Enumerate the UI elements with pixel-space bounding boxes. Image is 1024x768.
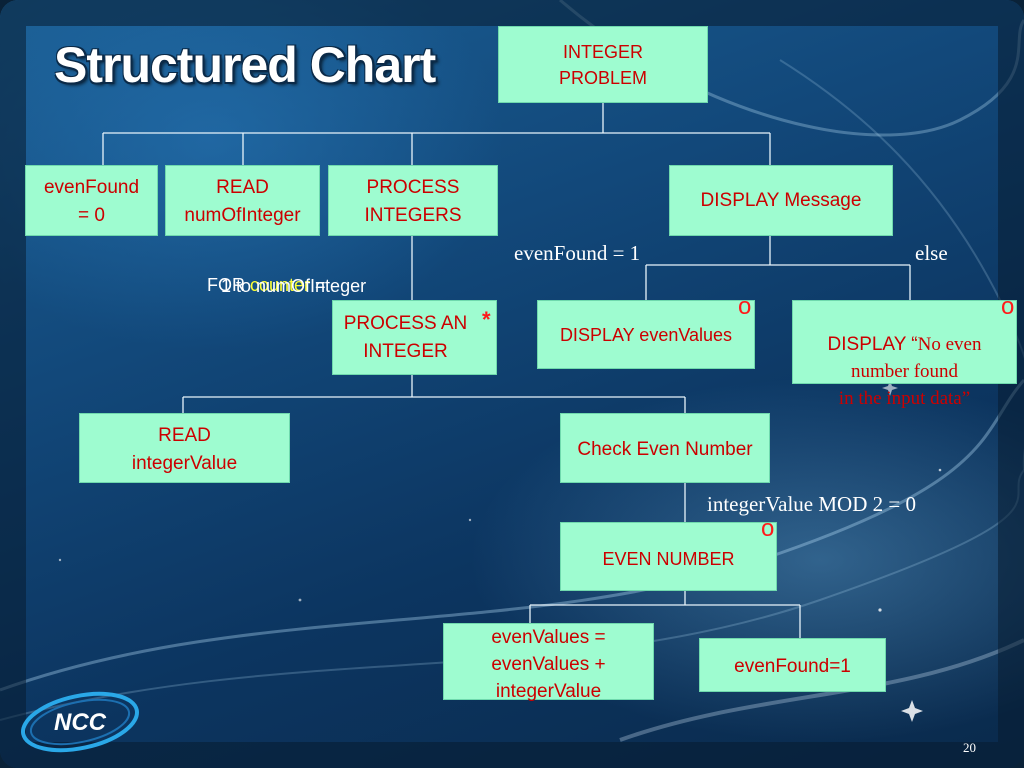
box-read-num-of-integer: READ numOfInteger [165, 165, 320, 236]
box-even-number: EVEN NUMBER [560, 522, 777, 591]
for-range-label: 1 to numOfInteger [221, 276, 367, 296]
box-check-even-number: Check Even Number [560, 413, 770, 483]
display-no-even-text: No even number found in the input data” [838, 334, 982, 409]
condition-else: else [915, 241, 948, 265]
box-even-found-set: evenFound=1 [699, 638, 886, 692]
display-no-even-prefix: DISPLAY “ [827, 334, 918, 355]
selection-marker-even-number: o [761, 515, 775, 542]
condition-mod: integerValue MOD 2 = 0 [707, 492, 916, 516]
ncc-logo: NCC [21, 691, 139, 753]
for-loop-label: FOR counter = [207, 246, 326, 298]
iteration-marker: * [482, 307, 491, 332]
slide-title: Structured Chart [54, 37, 436, 93]
box-display-message: DISPLAY Message [669, 165, 893, 236]
box-even-found-init: evenFound = 0 [25, 165, 158, 236]
box-display-even-values: DISPLAY evenValues [537, 300, 755, 369]
page-number: 20 [963, 740, 976, 755]
condition-even-found: evenFound = 1 [514, 241, 641, 265]
logo-text: NCC [54, 709, 107, 736]
box-even-values-update: evenValues = evenValues + integerValue [443, 623, 654, 702]
box-display-no-even: DISPLAY “No even number found in the inp… [792, 300, 1017, 409]
selection-marker-no-even: o [1001, 293, 1015, 320]
box-integer-problem: INTEGER PROBLEM [498, 26, 708, 103]
selection-marker-even-values: o [738, 293, 752, 320]
for-prefix: FOR [207, 275, 250, 295]
box-process-integers: PROCESS INTEGERS [328, 165, 498, 236]
for-counter: counter [250, 275, 311, 295]
for-suffix: = [310, 275, 326, 295]
box-read-integer-value: READ integerValue [79, 413, 290, 483]
box-process-an-integer: PROCESS AN INTEGER [332, 300, 497, 375]
